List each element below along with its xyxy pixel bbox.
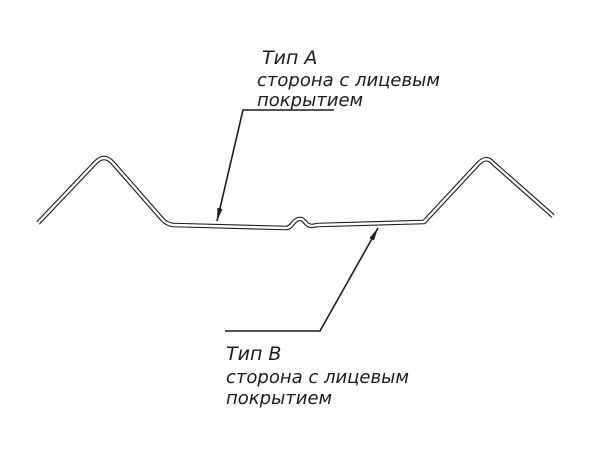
label-type-a-line2: покрытием bbox=[257, 90, 363, 111]
label-type-a-title: Тип А bbox=[262, 47, 317, 69]
sheet-profile-outer bbox=[36, 155, 555, 231]
label-type-a-line1: сторона с лицевым bbox=[257, 70, 440, 91]
label-type-b-line2: покрытием bbox=[226, 388, 332, 409]
label-type-b-line1: сторона с лицевым bbox=[226, 367, 409, 388]
label-type-b-title: Тип В bbox=[226, 343, 281, 365]
leader-line-type-b bbox=[225, 227, 379, 332]
leader-line-type-a bbox=[216, 109, 334, 222]
sheet-profile-core bbox=[37, 156, 554, 230]
